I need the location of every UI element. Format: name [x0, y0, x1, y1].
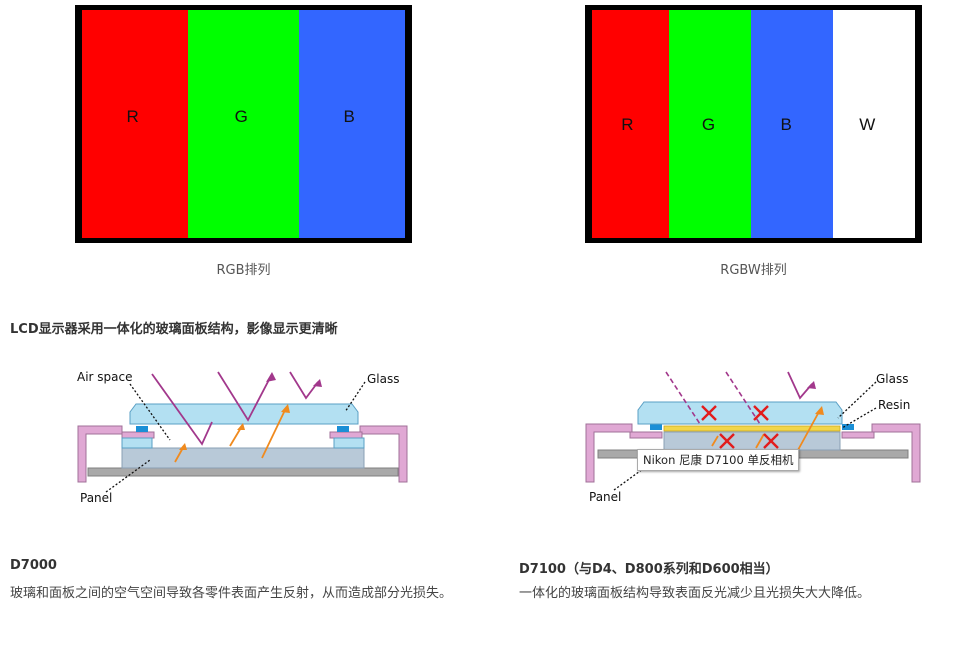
- d7000-description: 玻璃和面板之间的空气空间导致各零件表面产生反射，从而造成部分光损失。: [10, 586, 453, 601]
- rgb-subpixel-b: B: [299, 10, 405, 238]
- arrowhead: [313, 379, 322, 387]
- rgbw-subpixel-w: W: [833, 10, 915, 238]
- frame-step-left: [121, 431, 155, 439]
- panel-base: [87, 467, 399, 477]
- frame-step-left: [629, 431, 663, 439]
- resin-layer: [663, 425, 841, 432]
- arrowhead: [815, 406, 824, 415]
- subpixel-label: R: [621, 115, 634, 134]
- lcd-layer: [121, 447, 365, 469]
- glass-cover: [637, 401, 843, 425]
- support-right: [333, 437, 365, 449]
- subpixel-label: G: [234, 107, 248, 126]
- diagram-d7100: [585, 371, 921, 491]
- resin-label: Resin: [878, 398, 911, 412]
- transmit-ray: [755, 433, 765, 449]
- arrowhead: [281, 404, 290, 413]
- spacer-right: [842, 424, 854, 430]
- transmit-ray: [261, 407, 287, 459]
- rgb-caption: RGB排列: [216, 263, 271, 278]
- support-left: [121, 437, 153, 449]
- glass-label-left: Glass: [367, 372, 400, 386]
- air-space-label: Air space: [77, 370, 133, 384]
- arrowhead: [807, 381, 816, 389]
- rgb-subpixel-g: G: [188, 10, 299, 238]
- rgbw-subpixel-r: R: [592, 10, 670, 238]
- frame-step-right: [329, 431, 363, 439]
- rgb-subpixel-r: R: [82, 10, 188, 238]
- leader-panel: [105, 459, 151, 493]
- rgbw-panel: R G B W: [585, 5, 922, 243]
- glass-label-right: Glass: [876, 372, 909, 386]
- cross-mark: [701, 405, 717, 421]
- lcd-layer: [663, 431, 841, 451]
- subpixel-label: W: [859, 115, 876, 134]
- diagram-d7000: [77, 371, 408, 493]
- arrowhead: [237, 423, 245, 430]
- spacer-right: [337, 426, 349, 432]
- transmit-ray: [711, 435, 719, 447]
- panel-label-right: Panel: [589, 490, 622, 504]
- reflection-dashed: [665, 371, 701, 425]
- cross-mark: [719, 433, 735, 449]
- arrowhead: [266, 372, 276, 382]
- frame-step-right: [841, 431, 875, 439]
- arrowhead: [179, 443, 187, 450]
- d7100-title: D7100（与D4、D800系列和D600相当）: [519, 562, 779, 577]
- leader-air: [129, 383, 171, 441]
- rgb-panel: R G B: [75, 5, 412, 243]
- d7000-title: D7000: [10, 558, 57, 573]
- spacer-left: [136, 426, 148, 432]
- reflection-ray: [217, 371, 273, 422]
- image-tooltip: Nikon 尼康 D7100 单反相机: [637, 449, 800, 471]
- subpixel-label: R: [126, 107, 139, 126]
- d7100-description: 一体化的玻璃面板结构导致表面反光减少且光损失大大降低。: [519, 586, 871, 601]
- reflection-ray: [787, 371, 813, 400]
- subpixel-label: G: [701, 115, 716, 134]
- cross-mark: [753, 405, 769, 421]
- subpixel-label: B: [343, 107, 355, 126]
- transmit-ray: [797, 409, 821, 451]
- panel-label-left: Panel: [80, 491, 113, 505]
- leader-resin: [841, 407, 877, 429]
- rgbw-caption: RGBW排列: [720, 263, 787, 278]
- spacer-left: [650, 424, 662, 430]
- reflection-ray: [151, 373, 213, 446]
- rgbw-subpixel-g: G: [669, 10, 752, 238]
- section-title: LCD显示器采用一体化的玻璃面板结构，影像显示更清晰: [10, 322, 338, 337]
- reflection-ray: [289, 371, 319, 400]
- rgbw-subpixel-b: B: [751, 10, 834, 238]
- cross-mark: [763, 433, 779, 449]
- reflection-dashed: [725, 371, 761, 425]
- subpixel-label: B: [780, 115, 792, 134]
- leader-glass: [837, 381, 877, 419]
